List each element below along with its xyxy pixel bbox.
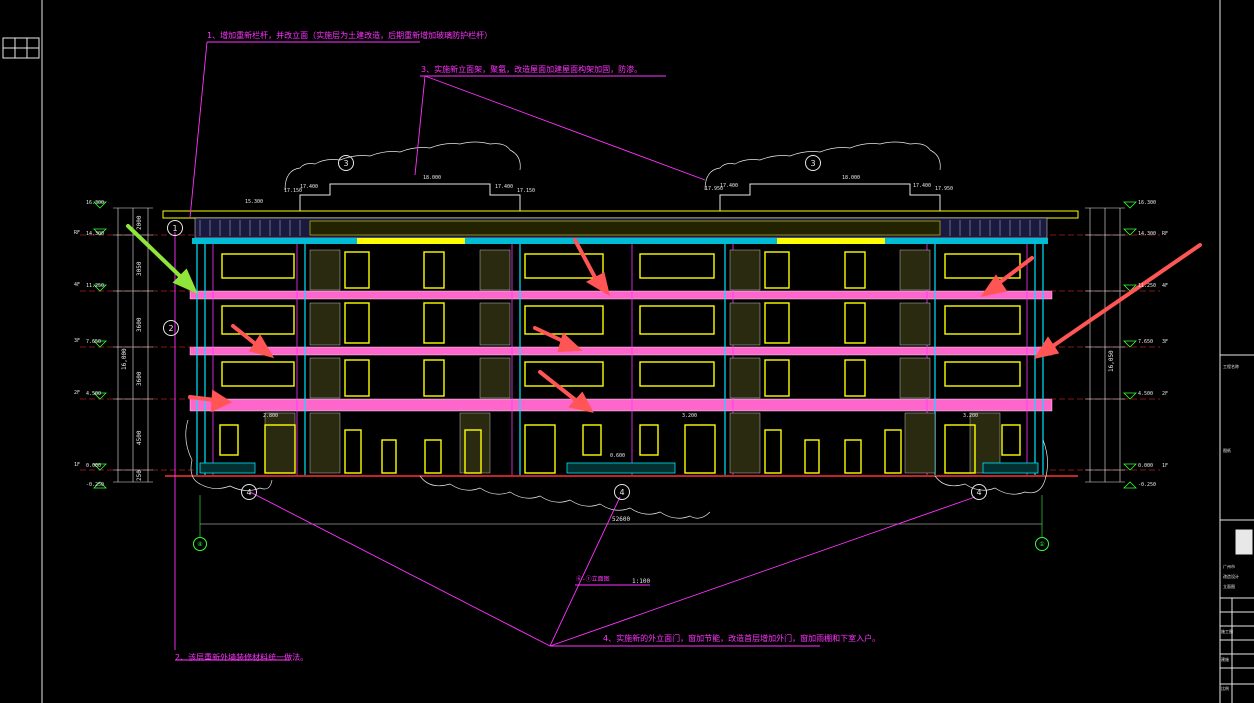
right-level-3: 7.650 [1138, 339, 1154, 345]
left-level-5: 0.000 [86, 463, 102, 469]
roof-level-ra: 17.950 [705, 186, 724, 192]
roof-level-right: 18.000 [842, 175, 861, 181]
note-4: 4、实施新的外立面门，窗加节能，改造首层增加外门，窗加雨棚和下室入户。 [603, 634, 881, 643]
annotation-leaders [174, 41, 976, 661]
roof-level-rc: 17.400 [913, 183, 932, 189]
right-level-tag-4: 2F [1162, 391, 1169, 397]
title-block-scale: 比例 [1221, 686, 1229, 691]
revision-clouds [185, 141, 1048, 519]
right-dimension-chain [1085, 207, 1125, 483]
note-3: 3、实施新立面架，聚氨，改造屋面加建屋面构架加固，防渗。 [421, 65, 643, 74]
title-block-design: 改造设计 [1223, 574, 1239, 579]
right-level-0: 16.300 [1138, 200, 1157, 206]
left-dim-5: 250 [136, 470, 143, 481]
left-level-0: 16.300 [86, 200, 105, 206]
drawing-scale: 1:100 [632, 578, 651, 585]
left-border [2, 0, 43, 703]
left-dimension-chain [113, 207, 153, 483]
right-level-tag-5: 1F [1162, 463, 1169, 469]
left-level-2: 11.250 [86, 283, 105, 289]
left-level-4: 4.500 [86, 391, 102, 397]
revision-mark-4c: 4 [971, 484, 987, 500]
ground-level-label: 0.600 [610, 453, 626, 459]
title-block-stage: 施工图 [1221, 629, 1233, 634]
roof-level-left: 18.000 [423, 175, 442, 181]
roof-level-rd: 17.950 [935, 186, 954, 192]
left-dim-2: 3600 [136, 317, 143, 332]
title-block-frame [1219, 0, 1254, 703]
right-height-total: 16,050 [1108, 350, 1115, 372]
revision-mark-4a: 4 [241, 484, 257, 500]
axis-bubble-right: ① [1035, 537, 1049, 551]
overall-width-dim: 52600 [612, 516, 631, 523]
title-block-name: 广州市 [1223, 564, 1235, 569]
right-level-1: 14.300 [1138, 231, 1157, 237]
red-annotation-arrows [188, 238, 1202, 413]
right-level-tag-2: 4F [1162, 283, 1169, 289]
right-level-6: -0.250 [1138, 482, 1157, 488]
revision-mark-3b: 3 [805, 155, 821, 171]
right-level-5: 0.000 [1138, 463, 1154, 469]
revision-mark-1: 1 [167, 220, 183, 236]
green-annotation-arrow [126, 224, 198, 294]
roof-level-ld: 17.150 [517, 188, 536, 194]
building-facade [162, 183, 1079, 477]
left-level-1: 14.300 [86, 231, 105, 237]
left-level-tag-2: 4F [74, 282, 81, 288]
width-dimension [199, 495, 1043, 538]
bay-dim-0: 2.800 [263, 413, 279, 419]
roof-level-la: 17.400 [300, 184, 319, 190]
roof-level-rb: 17.400 [720, 183, 739, 189]
right-level-tag-3: 3F [1162, 339, 1169, 345]
title-block-series: 建施 [1221, 657, 1229, 662]
right-level-tag-1: RF [1162, 231, 1169, 237]
left-dim-4: 4500 [136, 430, 143, 445]
left-dim-3: 3600 [136, 371, 143, 386]
title-block-type: 立面图 [1223, 584, 1235, 589]
axis-bubble-left: ④ [193, 537, 207, 551]
note-1: 1、增加重新栏杆，并改立面（实施层为土建改造，后期重新增加玻璃防护栏杆） [207, 31, 493, 40]
revision-mark-3a: 3 [338, 155, 354, 171]
left-level-tag-5: 1F [74, 462, 81, 468]
left-level-3: 7.650 [86, 339, 102, 345]
left-level-tag-1: RF [74, 230, 81, 236]
left-height-total: 16,000 [121, 348, 128, 370]
roof-level-lb: 17.150 [284, 188, 303, 194]
left-dim-0: 2000 [136, 215, 143, 230]
left-level-tag-3: 3F [74, 338, 81, 344]
bay-dim-1: 3.200 [682, 413, 698, 419]
left-dim-1: 3050 [136, 261, 143, 276]
title-block-drawing: 图纸 [1223, 448, 1231, 453]
right-level-2: 11.250 [1138, 283, 1157, 289]
revision-mark-4b: 4 [614, 484, 630, 500]
level-markers [93, 201, 1137, 489]
parapet-level: 15.300 [245, 199, 264, 205]
left-level-tag-4: 2F [74, 390, 81, 396]
title-block-project: 工程名称 [1223, 364, 1239, 369]
left-level-6: -0.250 [86, 482, 105, 488]
note-2: 2、该层重新外墙装修材料统一做法。 [175, 653, 309, 662]
bay-dim-2: 3.200 [963, 413, 979, 419]
roof-level-lc: 17.400 [495, 184, 514, 190]
right-level-4: 4.500 [1138, 391, 1154, 397]
drawing-title: ⑥-①立面图 [576, 576, 610, 583]
revision-mark-2: 2 [163, 320, 179, 336]
